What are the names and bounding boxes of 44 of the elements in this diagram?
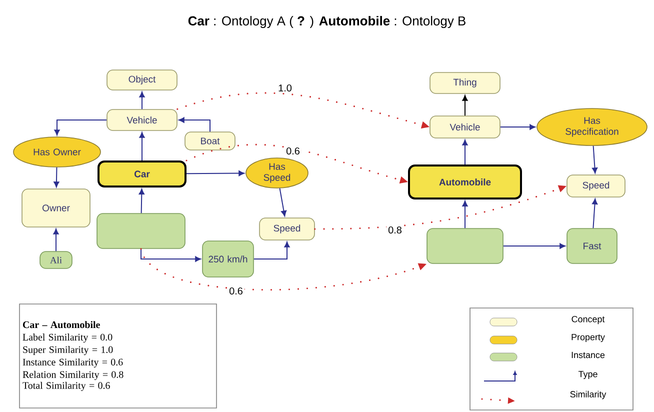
arrow [139, 92, 145, 110]
arrow [502, 243, 566, 249]
arrow [500, 124, 536, 130]
title: Car : Ontology A ( ? ) Automobile : Ontology B [188, 16, 466, 28]
legend-label: Property [572, 334, 605, 342]
edge-label: 0.6 [284, 146, 302, 156]
concept-box: Vehicle [106, 109, 178, 131]
edge-label: 0.8 [386, 224, 404, 236]
arrow [462, 95, 468, 116]
legend-label: Type [578, 371, 598, 380]
arrow [54, 120, 108, 136]
legend-label: Concept [572, 316, 605, 324]
concept-box: Object [106, 70, 178, 90]
edge-label: 1.0 [276, 82, 294, 94]
instance-box [96, 213, 186, 249]
arrow [139, 132, 145, 161]
arrow [462, 200, 468, 229]
concept-box: Thing [430, 72, 500, 94]
arrow [140, 248, 201, 262]
concept-box: Car [98, 160, 186, 188]
edge-label: 0.6 [228, 286, 244, 296]
instance-box: 250 km/h [202, 240, 254, 278]
instance-box: Fast [566, 228, 618, 264]
concept-box: Owner [22, 188, 90, 228]
arrow [178, 117, 210, 132]
concept-box: Vehicle [430, 116, 500, 138]
summary-box: Car – Automobile Label Similarity = 0.0 Super Similarity = 1.0 Instance Similarity = 0.6 Relation Similarity = 0.8 Total Similarity = 0.6 [19, 304, 217, 408]
arrow [186, 170, 244, 176]
arrow [279, 188, 287, 216]
legend-label: Similarity [570, 390, 606, 400]
arrow [253, 242, 290, 260]
concept-box: Speed [259, 218, 315, 240]
arrow [592, 145, 598, 174]
instance-box [426, 228, 504, 264]
concept-box: Automobile [408, 164, 522, 200]
concept-box: Boat [184, 132, 236, 150]
legend-label: Instance [572, 352, 605, 358]
arrow [54, 166, 60, 188]
arrow [138, 188, 144, 214]
instance-box: Ali [40, 251, 72, 269]
concept-box: Speed [566, 174, 626, 198]
arrow [462, 140, 468, 165]
arrow [53, 228, 59, 252]
arrow [592, 198, 598, 229]
